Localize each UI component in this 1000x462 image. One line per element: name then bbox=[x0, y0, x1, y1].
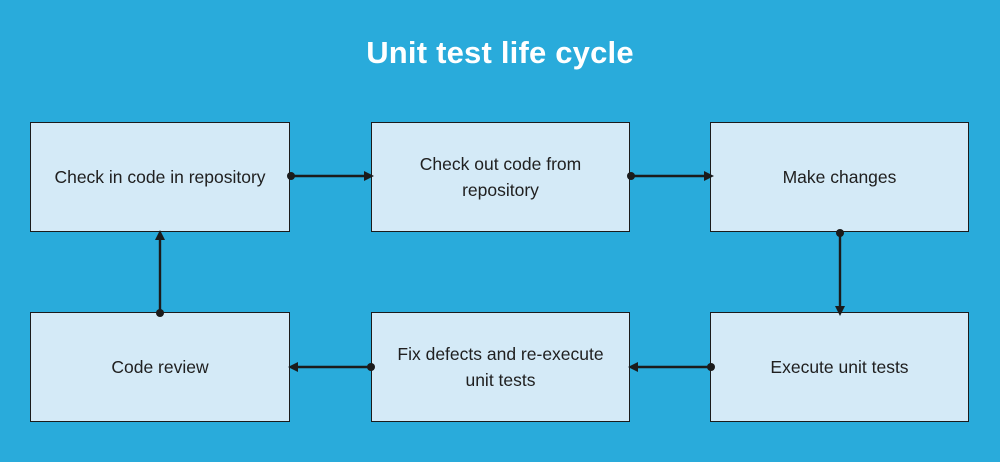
node-label: Code review bbox=[111, 357, 209, 377]
node-fix-defects[interactable]: Fix defects and re-execute unit tests bbox=[371, 312, 630, 422]
node-execute-unit-tests[interactable]: Execute unit tests bbox=[710, 312, 969, 422]
edge-check-in-to-check-out bbox=[287, 166, 374, 186]
node-code-review[interactable]: Code review bbox=[30, 312, 290, 422]
node-label: Check in code in repository bbox=[54, 167, 266, 187]
edge-make-changes-to-execute bbox=[830, 229, 850, 316]
node-check-out-code[interactable]: Check out code from repository bbox=[371, 122, 630, 232]
node-label: Execute unit tests bbox=[770, 357, 909, 377]
edge-code-review-to-check-in bbox=[150, 230, 170, 317]
node-label: Fix defects and re-execute unit tests bbox=[397, 344, 604, 390]
edge-check-out-to-make-changes bbox=[627, 166, 714, 186]
edge-execute-to-fix-defects bbox=[628, 357, 715, 377]
node-check-in-code[interactable]: Check in code in repository bbox=[30, 122, 290, 232]
page-title: Unit test life cycle bbox=[366, 35, 634, 70]
node-label: Check out code from repository bbox=[419, 154, 582, 200]
node-label: Make changes bbox=[782, 167, 897, 187]
edge-fix-defects-to-code-review bbox=[288, 357, 375, 377]
node-make-changes[interactable]: Make changes bbox=[710, 122, 969, 232]
